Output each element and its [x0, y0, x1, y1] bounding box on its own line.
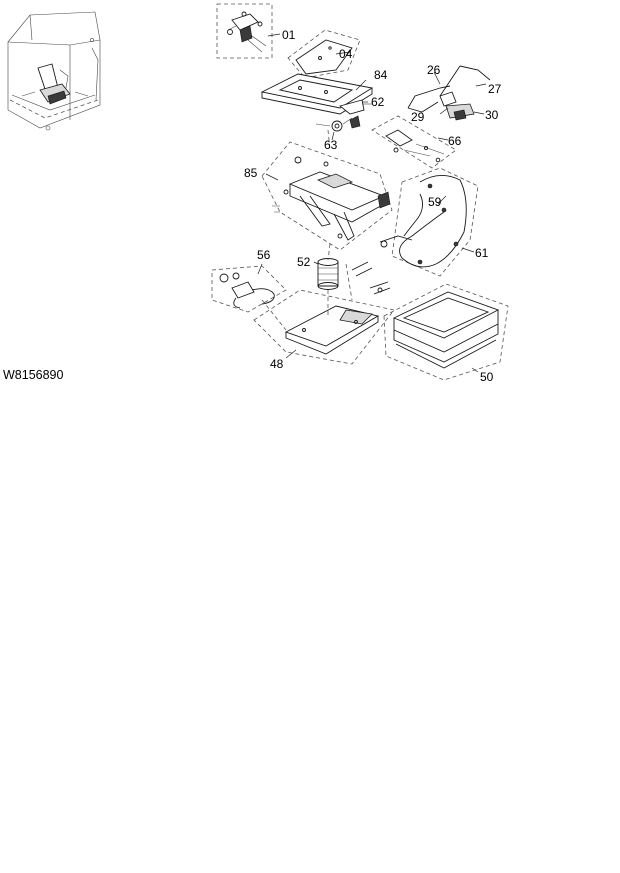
callout-04: 04: [339, 47, 353, 61]
part-59-61-harness: [379, 167, 479, 277]
callout-26: 26: [427, 63, 441, 77]
callout-30: 30: [485, 108, 499, 122]
callout-66: 66: [448, 134, 462, 148]
callout-59: 59: [428, 195, 442, 209]
part-63-spring: [315, 117, 353, 141]
part-50-seat-pan: [383, 283, 509, 381]
callout-labels: 01 04 84 62 63 26 27 29 30 66 85 59 61 5…: [244, 28, 502, 384]
callout-62: 62: [371, 95, 385, 109]
part-66-hardware-kit: [371, 115, 457, 169]
drawing-code: W8156890: [3, 368, 64, 382]
part-56-switch: [211, 263, 287, 313]
part-84-tray: [260, 73, 374, 115]
callout-61: 61: [475, 246, 489, 260]
part-04-plate: [287, 29, 361, 79]
part-48-base-plate: [253, 289, 395, 365]
callout-56: 56: [257, 248, 271, 262]
part-01-assembly: [216, 3, 281, 59]
callout-27: 27: [488, 82, 502, 96]
callout-48: 48: [270, 357, 284, 371]
cab-overview-illustration: [7, 11, 101, 131]
callout-01: 01: [282, 28, 296, 42]
callout-63: 63: [324, 138, 338, 152]
callout-85: 85: [244, 166, 258, 180]
callout-84: 84: [374, 68, 388, 82]
callout-29: 29: [411, 110, 425, 124]
part-85-seat-frame: [261, 141, 393, 251]
part-26-27-29-30-cable-assembly: [407, 65, 491, 121]
callout-50: 50: [480, 370, 494, 384]
part-62-lever: [339, 99, 372, 129]
assembly-guide-lines: [261, 129, 353, 331]
callout-52: 52: [297, 255, 311, 269]
part-52-cylinder: [313, 258, 391, 295]
